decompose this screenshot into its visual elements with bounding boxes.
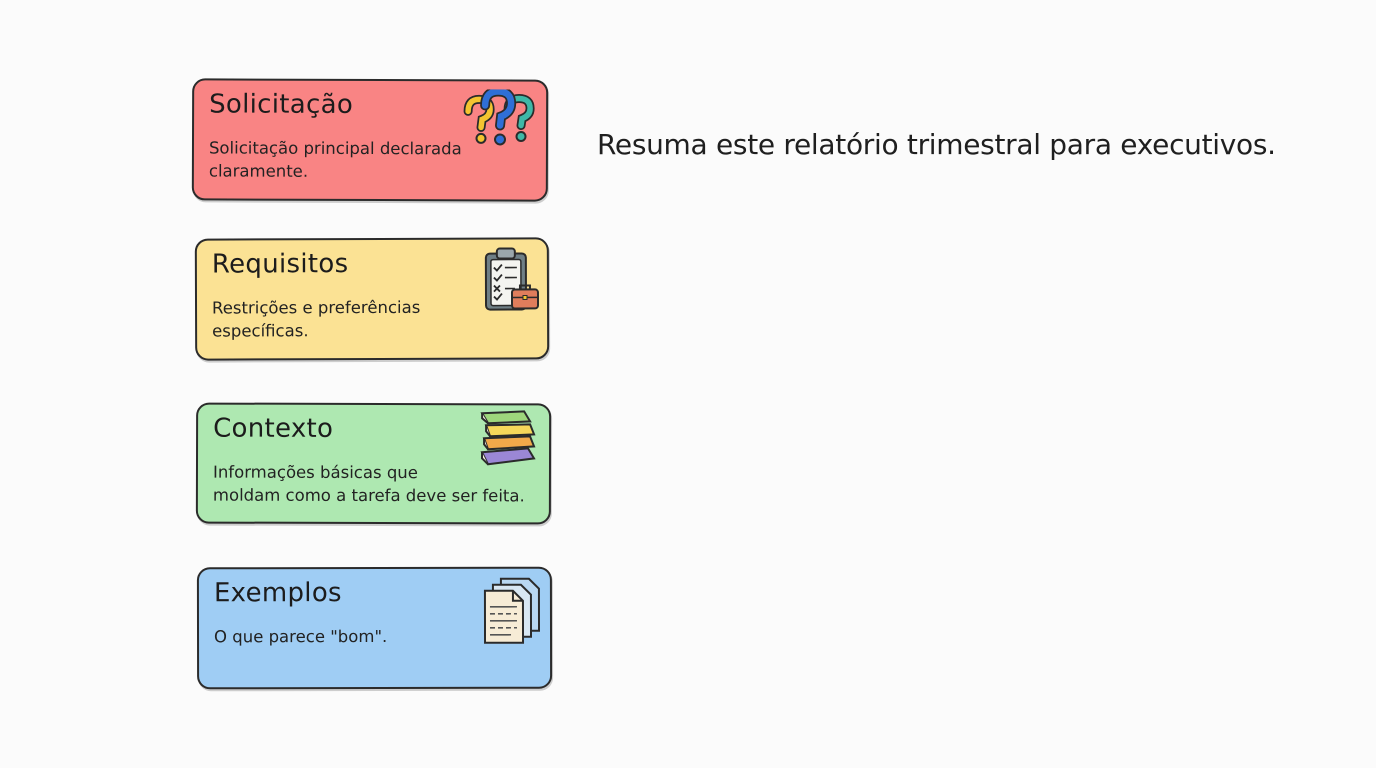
card-description: Solicitação principal declarada claramen…	[208, 138, 462, 181]
clipboard-checklist-icon	[482, 245, 542, 320]
card-context: Contexto Informações básicas que moldam …	[195, 402, 552, 525]
card-title: Solicitação	[209, 89, 354, 120]
documents-icon	[481, 575, 543, 652]
card-title: Exemplos	[213, 578, 342, 609]
question-marks-icon	[462, 86, 536, 156]
card-title: Contexto	[213, 413, 334, 444]
card-description: Restrições e preferências específicas.	[211, 297, 421, 341]
card-title: Requisitos	[211, 249, 349, 280]
card-examples: Exemplos O que parece "bom".	[196, 566, 553, 690]
stacked-books-icon	[476, 408, 542, 475]
card-request: Solicitação Solicitação principal declar…	[191, 78, 549, 202]
example-prompt-text: Resuma este relatório trimestral para ex…	[597, 128, 1276, 161]
card-requirements: Requisitos Restrições e preferências esp…	[194, 237, 550, 361]
card-description: O que parece "bom".	[213, 626, 388, 647]
